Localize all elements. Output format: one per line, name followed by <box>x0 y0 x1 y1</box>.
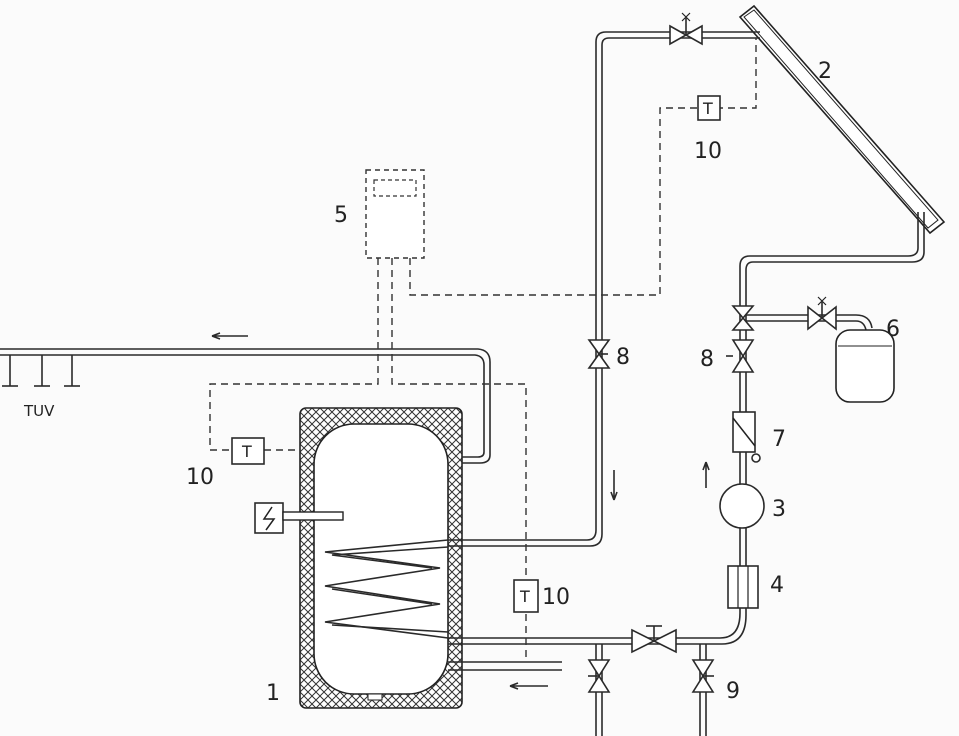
expansion-branch <box>731 296 873 331</box>
circulation-pump <box>719 483 765 529</box>
tank-foot <box>367 693 383 701</box>
label-10-tank: 10 <box>186 465 214 490</box>
label-6: 6 <box>886 317 900 342</box>
bottom-line-valve[interactable] <box>631 625 677 654</box>
flow-arrow-left-icon-2 <box>509 682 548 690</box>
label-4: 4 <box>770 573 784 598</box>
temp-sensor-tank: T <box>231 437 265 465</box>
solar-collector <box>738 4 946 235</box>
collector-return-line <box>448 212 925 645</box>
control-wiring <box>209 38 757 660</box>
flow-arrow-up-icon <box>702 461 710 488</box>
label-5: 5 <box>334 203 348 228</box>
flow-arrow-down-icon <box>610 470 618 501</box>
drain-valve-left[interactable] <box>587 659 611 693</box>
shutoff-valve-left[interactable] <box>587 339 611 369</box>
label-10-return: 10 <box>542 585 570 610</box>
heater-box <box>254 502 284 534</box>
lightning-icon <box>262 506 276 531</box>
storage-tank <box>299 407 463 709</box>
expansion-vessel <box>835 329 895 403</box>
cold-water-inlet <box>448 661 562 690</box>
svg-text:T: T <box>519 587 530 606</box>
shutoff-valve-right[interactable] <box>726 339 755 373</box>
heat-meter <box>727 565 759 609</box>
temp-sensor-return: T <box>513 579 539 613</box>
label-8-left: 8 <box>616 345 630 370</box>
hot-water-line <box>0 332 491 464</box>
collector-supply-line <box>448 31 760 547</box>
heater-rod <box>282 511 344 521</box>
controller <box>365 169 425 259</box>
flow-arrow-left-icon <box>211 332 248 340</box>
electric-heater <box>254 502 344 534</box>
label-3: 3 <box>772 497 786 522</box>
heat-exchanger-coil <box>324 539 449 639</box>
label-9: 9 <box>726 679 740 704</box>
svg-text:T: T <box>241 442 252 461</box>
drain-branches <box>595 644 707 736</box>
drain-valve-right[interactable] <box>691 659 715 693</box>
tuv-label: TUV <box>23 402 55 420</box>
check-valve <box>732 411 761 463</box>
label-1: 1 <box>266 681 280 706</box>
temp-sensor-collector: T <box>697 95 721 121</box>
top-vent-valve[interactable] <box>669 12 703 46</box>
svg-text:T: T <box>702 99 713 118</box>
label-7: 7 <box>772 427 786 452</box>
label-8-right: 8 <box>700 347 714 372</box>
label-10-collector: 10 <box>694 139 722 164</box>
label-2: 2 <box>818 59 832 84</box>
